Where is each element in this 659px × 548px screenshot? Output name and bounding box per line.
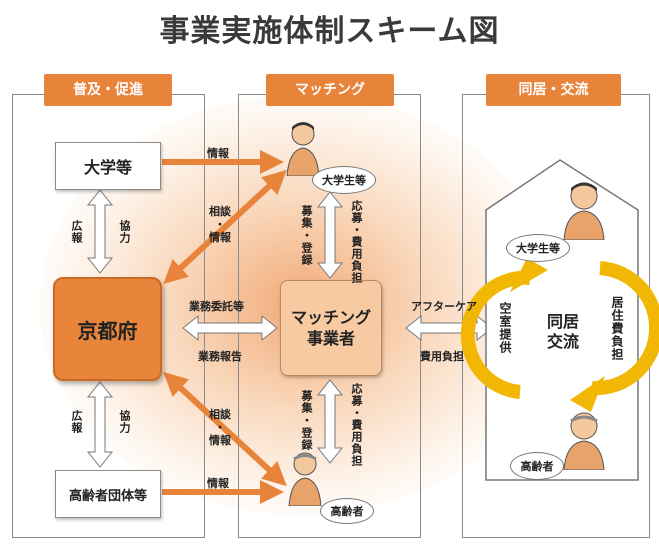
label-apply-bottom: 応募・費用負担 <box>350 383 363 467</box>
header-promotion: 普及・促進 <box>44 74 172 106</box>
house-student-label: 大学生等 <box>506 234 570 262</box>
label-recruit-top-3: 登録 <box>300 242 313 266</box>
arrow-kyoto-matching <box>182 314 278 342</box>
house-student-icon <box>563 182 605 240</box>
label-cost: 費用負担 <box>420 350 464 363</box>
label-consult-bottom-1: 相談 <box>209 408 231 421</box>
cohabitation-line2: 交流 <box>546 332 579 351</box>
student-label: 大学生等 <box>312 166 376 194</box>
header-matching: マッチング <box>266 74 394 106</box>
label-info-top: 情報 <box>207 147 229 160</box>
label-recruit-top-1: 募集 <box>300 205 313 229</box>
elderly-groups-box: 高齢者団体等 <box>55 470 161 518</box>
house-elderly-icon <box>563 412 605 470</box>
student-person-icon <box>286 122 320 176</box>
label-pr-top: 広報 <box>70 220 83 244</box>
arrow-matching-elderly <box>316 379 344 464</box>
arrow-kyoto-elderly <box>163 371 287 487</box>
cycle-arrows <box>460 258 659 412</box>
house-elderly-label: 高齢者 <box>510 452 564 480</box>
arrow-matching-cohabitation <box>405 314 493 342</box>
label-consult-bottom-3: 情報 <box>209 434 231 447</box>
label-info-bottom: 情報 <box>207 477 229 490</box>
label-recruit-bottom: 募集 ・ 登録 <box>300 390 314 451</box>
label-aftercare: アフターケア <box>411 300 477 313</box>
kyoto-prefecture-box: 京都府 <box>53 277 162 381</box>
label-apply-top: 応募・費用負担 <box>350 200 363 284</box>
label-coop-top: 協力 <box>118 220 131 244</box>
label-consult-top-1: 相談 <box>209 205 231 218</box>
matching-operator-line1: マッチング <box>290 308 371 327</box>
arrow-university-kyoto <box>86 189 114 274</box>
label-consult-bottom-2: ・ <box>214 421 226 434</box>
label-consult-bottom: 相談 ・ 情報 <box>209 408 231 447</box>
matching-operator-box: マッチング 事業者 <box>280 280 382 376</box>
arrow-kyoto-student <box>163 169 287 285</box>
label-consult-top: 相談 ・ 情報 <box>209 205 231 244</box>
label-recruit-bottom-1: 募集 <box>300 390 313 414</box>
label-consult-top-3: 情報 <box>209 231 231 244</box>
label-pr-bottom: 広報 <box>70 410 83 434</box>
cohabitation-box: 同居 交流 <box>517 300 609 364</box>
label-living-cost: 居住費負担 <box>610 296 624 361</box>
label-recruit-bottom-3: 登録 <box>300 427 313 451</box>
elderly-label: 高齢者 <box>320 498 374 524</box>
label-report: 業務報告 <box>198 350 242 363</box>
label-recruit-bottom-2: ・ <box>301 414 313 427</box>
matching-operator-line2: 事業者 <box>306 329 355 348</box>
label-room: 空室提供 <box>498 302 512 354</box>
header-cohabitation: 同居・交流 <box>486 74 621 106</box>
page-title: 事業実施体制スキーム図 <box>159 14 500 49</box>
label-recruit-top-2: ・ <box>301 229 313 242</box>
label-consult-top-2: ・ <box>214 218 226 231</box>
label-entrust: 業務委託等 <box>189 300 244 313</box>
label-recruit-top: 募集 ・ 登録 <box>300 205 314 266</box>
arrow-kyoto-groups <box>86 381 114 468</box>
arrow-student-matching <box>316 191 344 279</box>
label-coop-bottom: 協力 <box>118 410 131 434</box>
university-box: 大学等 <box>55 142 161 190</box>
cohabitation-line1: 同居 <box>546 312 579 331</box>
elderly-person-icon <box>288 452 322 506</box>
